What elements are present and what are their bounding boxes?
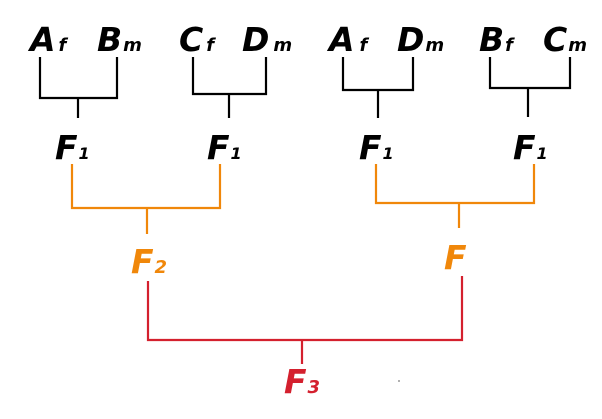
offspring-f2: F2 <box>131 242 167 281</box>
parent-bm-1: Bm <box>97 20 142 59</box>
cross-line-af-dm <box>341 57 415 118</box>
cross-line-cf-dm <box>191 57 268 118</box>
cross-line-bf-cm <box>488 57 572 117</box>
cross-line-f1-left <box>70 164 222 234</box>
offspring-f1-1: F1 <box>55 128 90 167</box>
stray-dot <box>398 380 400 382</box>
offspring-f1-3: F1 <box>359 128 394 167</box>
cross-line-af-bm <box>38 57 119 118</box>
parent-bf: Bf <box>479 20 515 59</box>
cross-line-f1-right <box>374 164 536 228</box>
offspring-f2-b: F <box>444 238 467 277</box>
offspring-f1-4: F1 <box>513 128 548 167</box>
cross-line-f2 <box>146 276 464 364</box>
offspring-f1-2: F1 <box>207 128 242 167</box>
parent-cm: Cm <box>543 20 587 59</box>
parent-dm-2: Dm <box>397 20 444 59</box>
offspring-f3: F3 <box>284 362 320 401</box>
